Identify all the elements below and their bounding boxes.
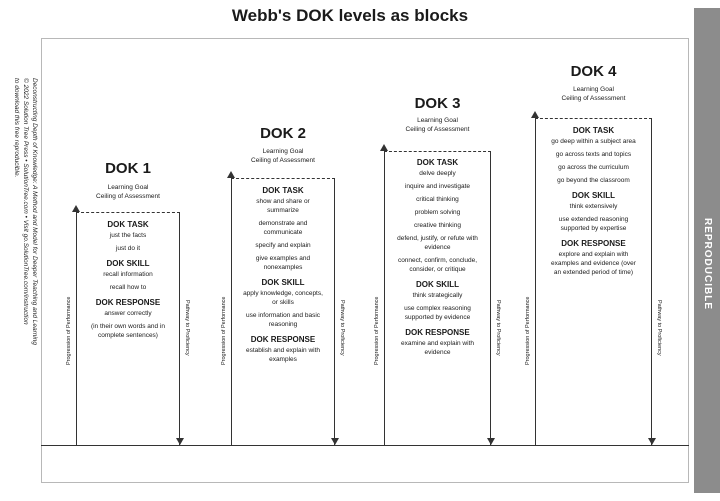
section-item: use information and basic reasoning — [245, 312, 321, 328]
section-item: creative thinking — [414, 222, 461, 229]
section-header: DOK TASK — [416, 158, 459, 167]
section-header: DOK SKILL — [106, 259, 150, 268]
section-item: just do it — [115, 245, 141, 252]
section-item: think strategically — [412, 292, 463, 299]
progression-arrowhead — [380, 144, 388, 151]
dok-level-heading: DOK 3 — [414, 95, 461, 112]
section-header: DOK RESPONSE — [250, 335, 316, 344]
section-item: answer correctly — [104, 310, 152, 317]
pathway-to-proficiency-label: Pathway to Proficiency — [656, 300, 662, 356]
section-header: DOK TASK — [262, 186, 304, 195]
dok-level-block — [384, 151, 491, 445]
section-item: delve deeply — [419, 170, 456, 177]
section-item: examine and explain with evidence — [401, 340, 474, 356]
dok-level-content: DOK TASK delve deeply inquire and investig… — [396, 152, 479, 361]
progression-of-performance-label: Progression of Performance — [66, 296, 72, 365]
goal-line: Ceiling of Assessment — [405, 126, 470, 133]
section-header: DOK TASK — [572, 126, 615, 135]
pathway-arrowhead — [487, 438, 495, 445]
pathway-to-proficiency-label: Pathway to Proficiency — [184, 300, 190, 356]
goal-line: Ceiling of Assessment — [96, 193, 160, 200]
goal-line: Ceiling of Assessment — [561, 95, 626, 102]
section-header: DOK RESPONSE — [405, 328, 470, 337]
section-header: DOK RESPONSE — [95, 298, 161, 307]
goal-line: Learning Goal — [573, 86, 614, 93]
diagram-frame — [41, 38, 689, 483]
pathway-arrowhead — [648, 438, 656, 445]
section-item: go across the curriculum — [558, 164, 629, 171]
progression-arrowhead — [531, 111, 539, 118]
section-item: use extended reasoning supported by expe… — [558, 216, 629, 232]
reproducible-label: REPRODUCIBLE — [702, 218, 713, 311]
dok-level-content: DOK TASK just the facts just do it DOK SKIL… — [88, 214, 168, 344]
section-header: DOK SKILL — [261, 278, 305, 287]
section-item: show and share or summarize — [256, 198, 310, 214]
pathway-to-proficiency-label: Pathway to Proficiency — [495, 300, 501, 356]
section-item: specify and explain — [255, 242, 311, 249]
progression-of-performance-label: Progression of Performance — [221, 296, 227, 365]
goal-line: Ceiling of Assessment — [251, 157, 315, 164]
progression-arrowhead — [227, 171, 235, 178]
pathway-arrowhead — [176, 438, 184, 445]
dok-level-block — [76, 212, 180, 445]
goal-line: Learning Goal — [107, 184, 149, 191]
dok-level-heading: DOK 1 — [105, 160, 151, 177]
section-item: connect, confirm, conclude, consider, or… — [397, 257, 478, 273]
section-header: DOK TASK — [107, 220, 149, 229]
reproducible-tab: REPRODUCIBLE — [694, 8, 720, 493]
section-item: recall how to — [109, 284, 147, 291]
section-item: defend, justify, or refute with evidence — [397, 235, 478, 251]
progression-arrowhead — [72, 205, 80, 212]
progression-of-performance-label: Progression of Performance — [374, 296, 380, 365]
dok-level-content: DOK TASK go deep within a subject area go … — [547, 120, 640, 281]
section-item: establish and explain with examples — [245, 347, 321, 363]
section-item: give examples and nonexamples — [255, 255, 311, 271]
dok-level-heading: DOK 2 — [260, 125, 306, 142]
section-item: recall information — [103, 271, 153, 278]
section-header: DOK SKILL — [571, 191, 616, 200]
dok-level-block — [231, 178, 335, 445]
credit-line: Deconstructing Depth of Knowledge: A Met… — [31, 78, 38, 346]
dok-level-heading: DOK 4 — [570, 63, 617, 80]
section-item: demonstrate and communicate — [258, 220, 308, 236]
section-item: use complex reasoning supported by evide… — [404, 305, 471, 321]
dok-level-content: DOK TASK show and share or summarize demon… — [243, 180, 323, 368]
pathway-arrowhead — [331, 438, 339, 445]
section-item: (in their own words and in complete sent… — [90, 323, 166, 339]
section-item: go beyond the classroom — [557, 177, 630, 184]
dok-level-block — [535, 118, 652, 445]
credit-line: © 2022 Solution Tree Press • SolutionTre… — [22, 78, 29, 325]
diagram-title: Webb's DOK levels as blocks — [231, 6, 469, 25]
goal-line: Learning Goal — [417, 117, 458, 124]
section-item: problem solving — [414, 209, 461, 216]
section-item: go deep within a subject area — [551, 138, 636, 145]
section-item: explore and explain with examples and ev… — [551, 251, 636, 276]
baseline — [41, 445, 689, 446]
progression-of-performance-label: Progression of Performance — [525, 296, 531, 365]
section-header: DOK RESPONSE — [561, 239, 626, 248]
section-item: just the facts — [109, 232, 147, 239]
section-header: DOK SKILL — [415, 280, 460, 289]
section-item: inquire and investigate — [404, 183, 471, 190]
section-item: apply knowledge, concepts, or skills — [243, 290, 323, 306]
goal-line: Learning Goal — [262, 148, 304, 155]
credit-line: to download this free reproducible. — [13, 78, 20, 178]
section-item: critical thinking — [416, 196, 459, 203]
section-item: think extensively — [569, 203, 618, 210]
pathway-to-proficiency-label: Pathway to Proficiency — [339, 300, 345, 356]
section-item: go across texts and topics — [555, 151, 632, 158]
